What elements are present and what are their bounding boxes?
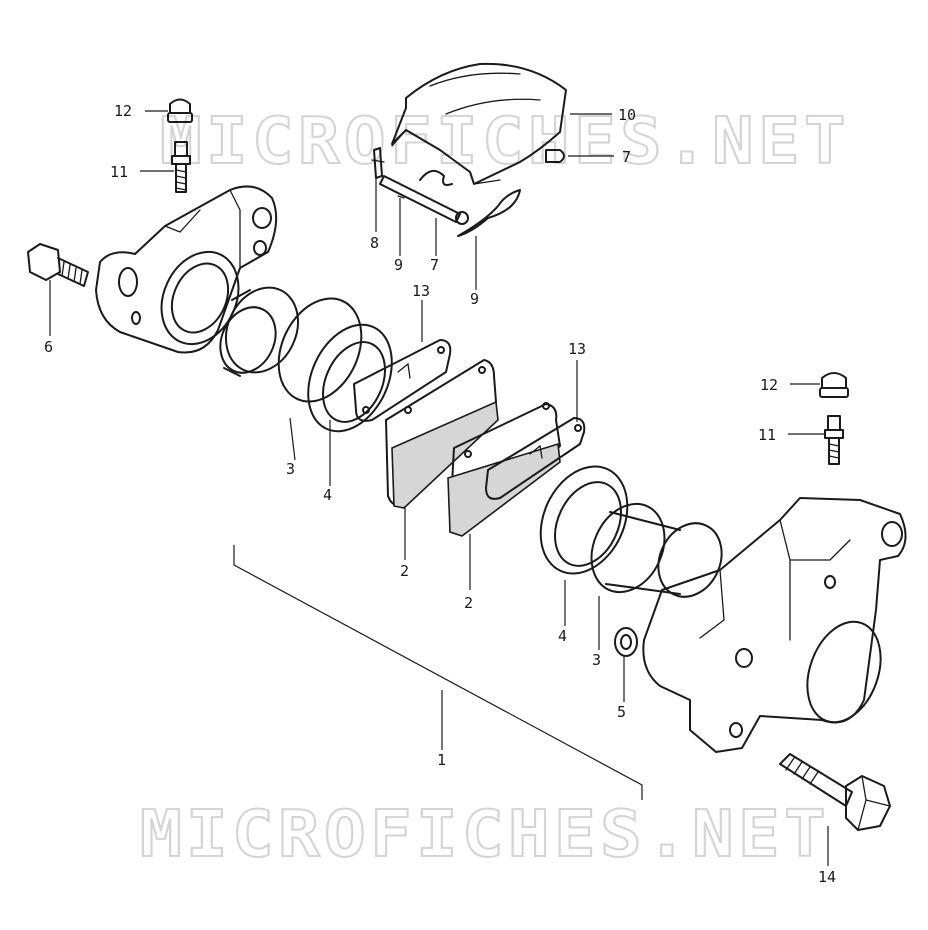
pin-7-right [545,149,565,163]
pad-pin-7 [379,175,469,225]
callout-9-right: 9 [470,290,479,308]
callout-10: 10 [618,106,636,124]
assembly-bracket-1 [233,545,643,800]
brake-pad-2-right [447,403,561,537]
seal-4-right [539,465,629,575]
callout-3-left: 3 [286,460,295,478]
callout-2-right: 2 [464,594,473,612]
shim-13-left [353,339,452,422]
cap-nut-12-left [167,98,193,123]
piston-3-right [590,502,723,598]
seal-4-left [277,297,393,433]
clip-8 [371,147,385,179]
callout-13-right: 13 [568,340,586,358]
callout-5: 5 [617,703,626,721]
watermark-bottom: MICROFICHES.NET [140,798,830,872]
callout-12-left: 12 [114,102,132,120]
callout-13-left: 13 [412,282,430,300]
callout-4-left: 4 [323,486,332,504]
shim-13-right [485,402,586,500]
leader-lines [49,110,829,866]
bolt-6 [27,243,89,287]
spring-9-upper [419,169,453,186]
callout-2-left: 2 [400,562,409,580]
callout-11-left: 11 [110,163,128,181]
spring-9-lower [397,189,521,237]
piston-3-left [219,286,299,377]
callout-12-right: 12 [760,376,778,394]
callout-7-right: 7 [622,148,631,166]
callout-1: 1 [437,751,446,769]
washer-5 [614,627,638,657]
caliper-half-right [642,497,907,753]
callout-14: 14 [818,868,836,886]
bleeder-screw-11-right [824,415,844,465]
callout-3-right: 3 [592,651,601,669]
cap-nut-12-right [819,372,849,398]
callout-7-pin: 7 [430,256,439,274]
callout-8: 8 [370,234,379,252]
caliper-half-left [95,185,278,354]
watermark-top: MICROFICHES.NET [160,105,850,179]
callout-6: 6 [44,338,53,356]
callout-11-right: 11 [758,426,776,444]
callout-9-left: 9 [394,256,403,274]
bleeder-screw-11-left [171,141,191,193]
brake-pad-2-left [385,359,499,509]
bolt-14 [779,753,891,831]
callout-4-right: 4 [558,627,567,645]
pad-cover-10 [391,62,567,185]
